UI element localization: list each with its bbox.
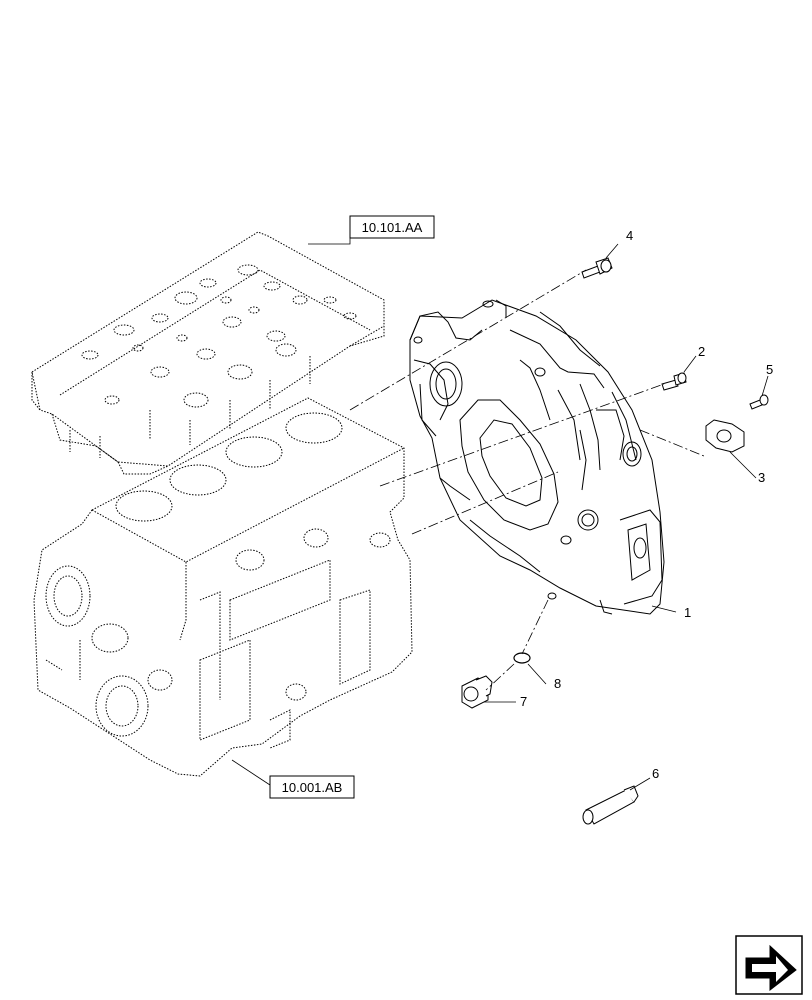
plug-part-7 [461, 675, 493, 709]
callout-7: 7 [520, 694, 527, 709]
bolt-part-2 [661, 372, 687, 391]
leader-lines [231, 230, 769, 791]
reference-box-bottom[interactable]: 10.001.AB [269, 775, 355, 799]
cylinder-head-drawing [31, 231, 385, 475]
reference-label-bottom: 10.001.AB [282, 780, 343, 795]
cover-plate-part-3 [705, 419, 745, 453]
callout-6: 6 [652, 766, 659, 781]
callout-1: 1 [684, 605, 691, 620]
callout-3: 3 [758, 470, 765, 485]
callout-4: 4 [626, 228, 633, 243]
sealant-tube-part-6 [582, 785, 639, 825]
callout-8: 8 [554, 676, 561, 691]
previous-page-arrow-icon[interactable] [735, 935, 803, 995]
bolt-part-4 [581, 257, 613, 279]
reference-label-top: 10.101.AA [362, 220, 423, 235]
reference-box-top[interactable]: 10.101.AA [349, 215, 435, 239]
bolt-part-5 [749, 394, 769, 410]
callout-numbers: 1 2 3 4 5 6 7 8 [520, 228, 773, 781]
flywheel-housing-drawing [409, 299, 665, 615]
engine-block-drawing [33, 397, 413, 777]
o-ring-part-8 [513, 652, 531, 664]
callout-5: 5 [766, 362, 773, 377]
callout-2: 2 [698, 344, 705, 359]
alignment-lines [349, 269, 705, 691]
